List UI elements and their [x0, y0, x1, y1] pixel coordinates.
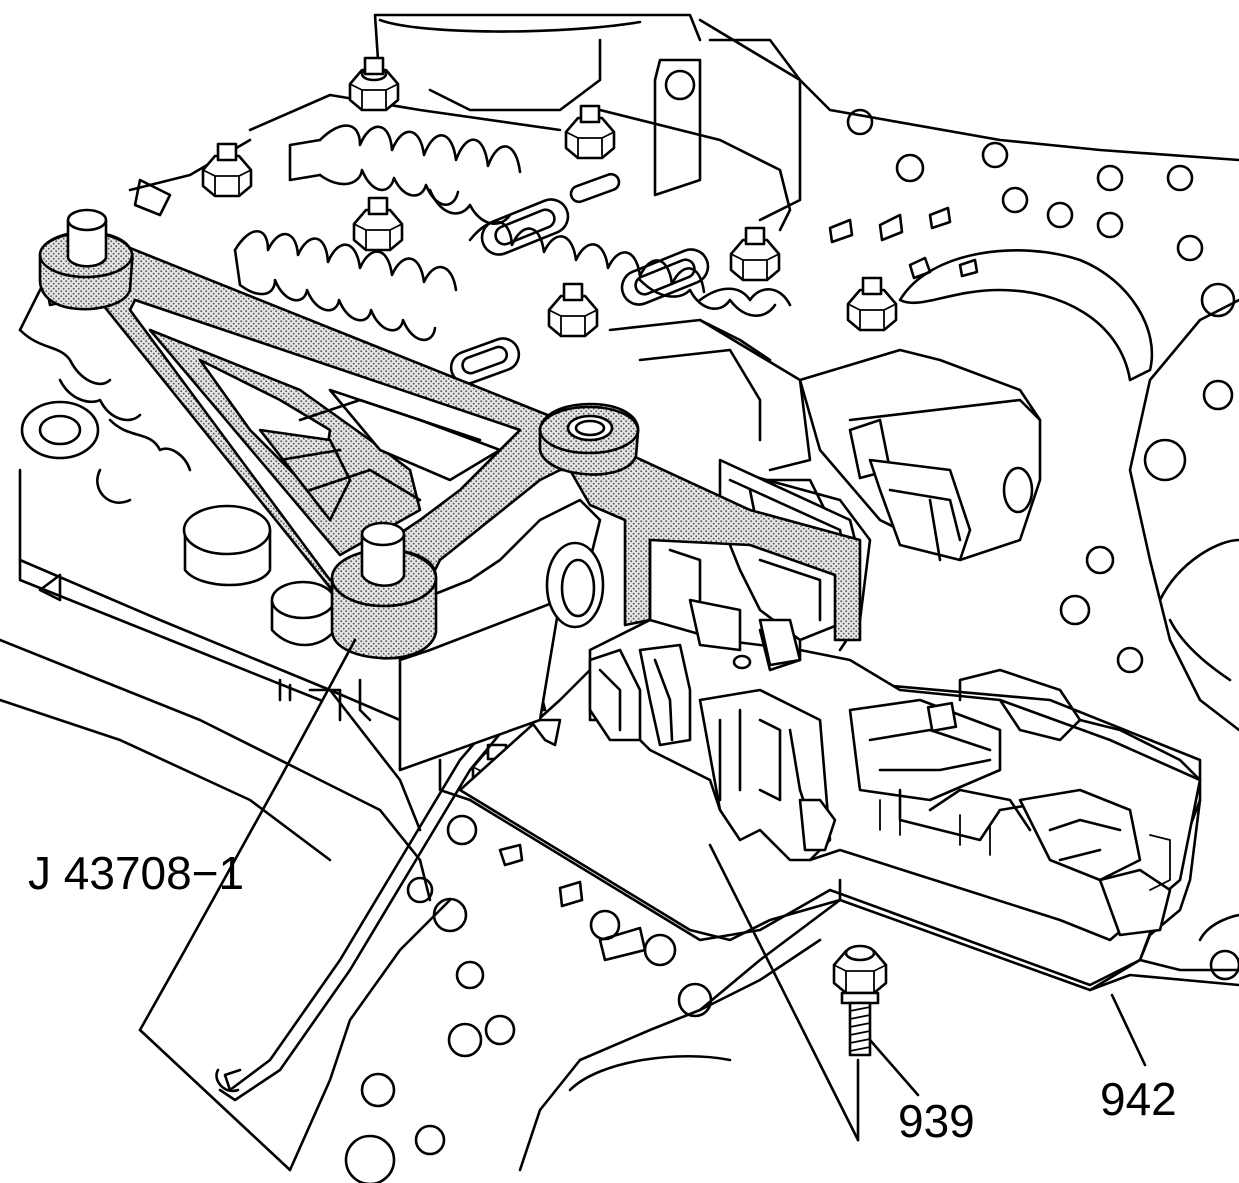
pressure-control-solenoid	[608, 318, 1042, 652]
leader-lines	[138, 638, 1147, 1172]
callout-tool-label: J 43708−1	[28, 847, 244, 899]
plate-holes	[344, 108, 1236, 1183]
bolt-939	[832, 944, 888, 1057]
housing-bosses	[20, 400, 605, 772]
valve-body	[0, 13, 1239, 1172]
callout-harness-label: 942	[1100, 1073, 1177, 1125]
wiring-harness-942	[458, 598, 1239, 992]
callout-bolt-label: 939	[898, 1095, 975, 1147]
tool-j43708-1	[38, 208, 862, 660]
